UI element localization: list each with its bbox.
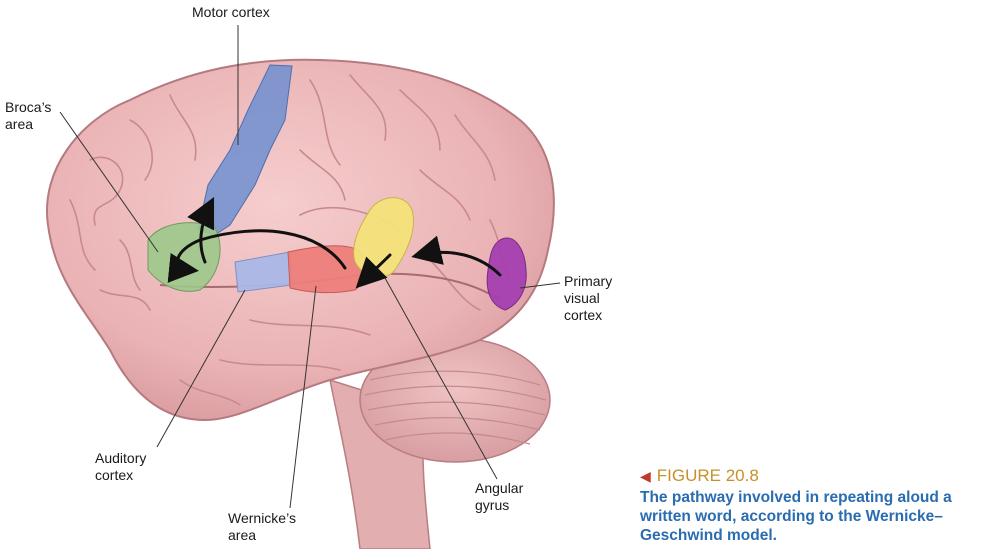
leader-angular-gyrus (384, 277, 498, 480)
leader-wernickes-area (289, 285, 317, 509)
primary-visual-line3: cortex (564, 307, 603, 323)
arrow-broca-to-motor (187, 196, 215, 264)
label-auditory-cortex: Auditory cortex (95, 450, 146, 484)
caption-line1: The pathway involved in repeating aloud … (640, 489, 952, 506)
label-angular-gyrus: Angular gyrus (475, 480, 523, 514)
motor-cortex-region (197, 64, 293, 236)
label-motor-cortex: Motor cortex (192, 4, 270, 21)
wernickes-area-line1: Wernicke’s (228, 510, 296, 526)
brocas-area-region (147, 222, 221, 292)
caret-left-icon: ◀ (640, 468, 651, 484)
motor-cortex-text: Motor cortex (192, 4, 270, 20)
figure-caption: The pathway involved in repeating aloud … (640, 488, 1000, 545)
caption-line3: Geschwind model. (640, 527, 777, 544)
figure-title-text: FIGURE 20.8 (656, 466, 759, 485)
leader-brocas-area (59, 111, 159, 253)
leader-primary-visual (519, 282, 561, 289)
arrow-visual-to-angular (411, 235, 502, 277)
brocas-area-line1: Broca’s (5, 99, 52, 115)
label-brocas-area: Broca’s area (5, 99, 51, 133)
figure-title: ◀ FIGURE 20.8 (640, 466, 759, 486)
label-wernickes-area: Wernicke’s area (228, 510, 296, 544)
arrow-angular-to-wernicke (355, 253, 392, 289)
angular-gyrus-line2: gyrus (475, 497, 510, 513)
brocas-area-line2: area (5, 116, 34, 132)
primary-visual-line2: visual (564, 290, 600, 306)
cerebrum (46, 58, 555, 422)
label-primary-visual-cortex: Primary visual cortex (564, 273, 612, 324)
caption-line2: written word, according to the Wernicke– (640, 508, 943, 525)
primary-visual-line1: Primary (564, 273, 613, 289)
leader-auditory-cortex (156, 289, 246, 448)
angular-gyrus-line1: Angular (475, 480, 524, 496)
auditory-cortex-line1: Auditory (95, 450, 147, 466)
arrow-wernicke-to-broca (167, 229, 347, 283)
wernickes-area-line2: area (228, 527, 257, 543)
primary-visual-cortex-region (486, 237, 527, 311)
auditory-cortex-line2: cortex (95, 467, 134, 483)
